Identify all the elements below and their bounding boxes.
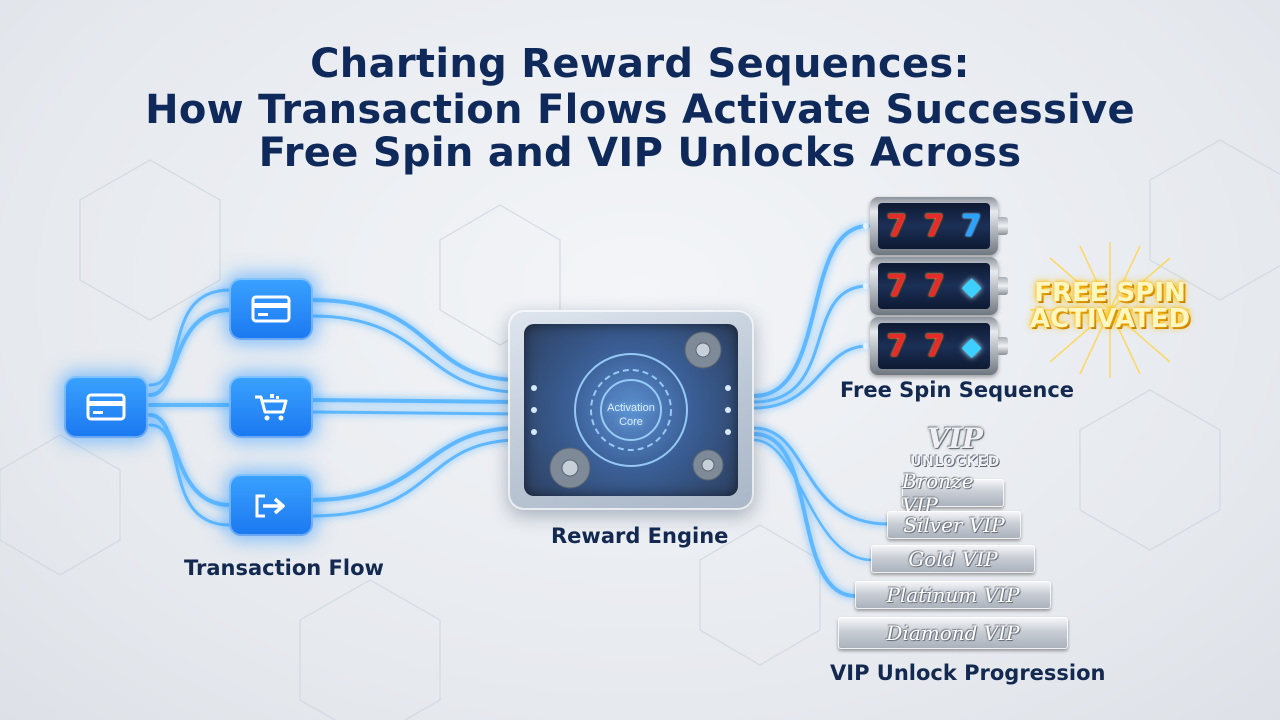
gear-icon: [684, 331, 722, 369]
vip-tier-platinum[interactable]: Platinum VIP: [855, 581, 1051, 609]
slot-reel-1[interactable]: 7 7 7: [870, 197, 1008, 255]
wire-top-engine: [310, 298, 522, 382]
vip-tier-silver[interactable]: Silver VIP: [887, 511, 1021, 539]
title-line-2: How Transaction Flows Activate Successiv…: [145, 87, 1135, 133]
free-spin-badge-line-2: ACTIVATED: [1029, 304, 1191, 334]
reel-symbol: 7: [924, 268, 945, 304]
wire-left-top: [148, 308, 232, 397]
wire-mid-engine: [310, 398, 522, 404]
transaction-flow-label: Transaction Flow: [184, 556, 384, 580]
title-line-1: Charting Reward Sequences:: [310, 41, 970, 87]
free-spin-activated-badge: FREE SPIN ACTIVATED: [1010, 240, 1210, 380]
wire-left-bottom-b: [148, 423, 232, 527]
reward-engine-label: Reward Engine: [551, 524, 729, 548]
reel-window: 7 7 7: [878, 203, 990, 249]
vip-tier-diamond[interactable]: Diamond VIP: [838, 617, 1068, 649]
vip-unlock-progression-label: VIP Unlock Progression: [830, 661, 1106, 685]
reel-symbol: 7: [886, 208, 908, 244]
wire-engine-vip-2: [752, 432, 858, 598]
shopping-cart-icon: [255, 394, 288, 421]
free-spin-sequence-label: Free Spin Sequence: [840, 378, 1075, 402]
vip-tier-gold[interactable]: Gold VIP: [871, 545, 1035, 573]
vip-badge-subtitle: UNLOCKED: [910, 454, 1000, 470]
engine-graphics: [531, 331, 731, 489]
wire-bottom-engine: [310, 426, 522, 502]
wire-left-top-b: [148, 288, 232, 387]
credit-card-icon: [86, 393, 126, 421]
diamond-gem-icon: ◆: [961, 270, 982, 301]
diamond-gem-icon: ◆: [961, 330, 982, 361]
reel-cap: [998, 337, 1008, 355]
gear-icon: [549, 447, 591, 489]
wire-engine-reel-3: [752, 344, 870, 410]
wire-mid-engine-b: [310, 410, 522, 416]
reel-symbol: 7: [923, 208, 945, 244]
wire-engine-reel-1: [752, 224, 870, 398]
wire-top-engine-b: [310, 314, 522, 394]
vip-badge-word: VIP: [927, 422, 983, 455]
shopping-cart-node[interactable]: [229, 376, 313, 438]
credit-card-icon: [251, 295, 291, 323]
wire-left-bottom: [148, 413, 232, 507]
wire-engine-vip-1: [752, 426, 890, 526]
reel-symbol: 7: [960, 208, 982, 244]
reel-window: 7 7 ◆: [878, 323, 990, 369]
export-arrow-icon: [255, 494, 285, 518]
reel-symbol: 7: [886, 328, 908, 364]
title-line-3: Free Spin and VIP Unlocks Across: [258, 130, 1022, 176]
starburst-icon: [1030, 242, 1190, 378]
source-card-node[interactable]: [64, 376, 148, 438]
export-node[interactable]: [229, 474, 313, 536]
vip-unlocked-badge: VIP UNLOCKED: [900, 422, 1010, 471]
slot-reel-3[interactable]: 7 7 ◆: [870, 317, 1008, 375]
reward-engine-panel[interactable]: Activation Core: [508, 310, 754, 510]
core-label-line-2: Core: [619, 416, 643, 428]
reel-cap: [998, 277, 1008, 295]
vip-tier-bronze[interactable]: Bronze VIP: [902, 469, 1004, 517]
reel-window: 7 7 ◆: [878, 263, 990, 309]
slot-reel-2[interactable]: 7 7 ◆: [870, 257, 1008, 315]
reel-cap: [998, 217, 1008, 235]
payment-card-node[interactable]: [229, 278, 313, 340]
reel-symbol: 7: [886, 268, 908, 304]
gear-icon: [692, 449, 724, 481]
wire-engine-vip-3: [752, 438, 874, 562]
core-label-line-1: Activation: [607, 402, 655, 414]
wire-bottom-engine-b: [310, 438, 522, 518]
reel-symbol: 7: [924, 328, 945, 364]
wire-engine-reel-2: [752, 284, 870, 404]
free-spin-badge-line-1: FREE SPIN: [1034, 278, 1186, 308]
